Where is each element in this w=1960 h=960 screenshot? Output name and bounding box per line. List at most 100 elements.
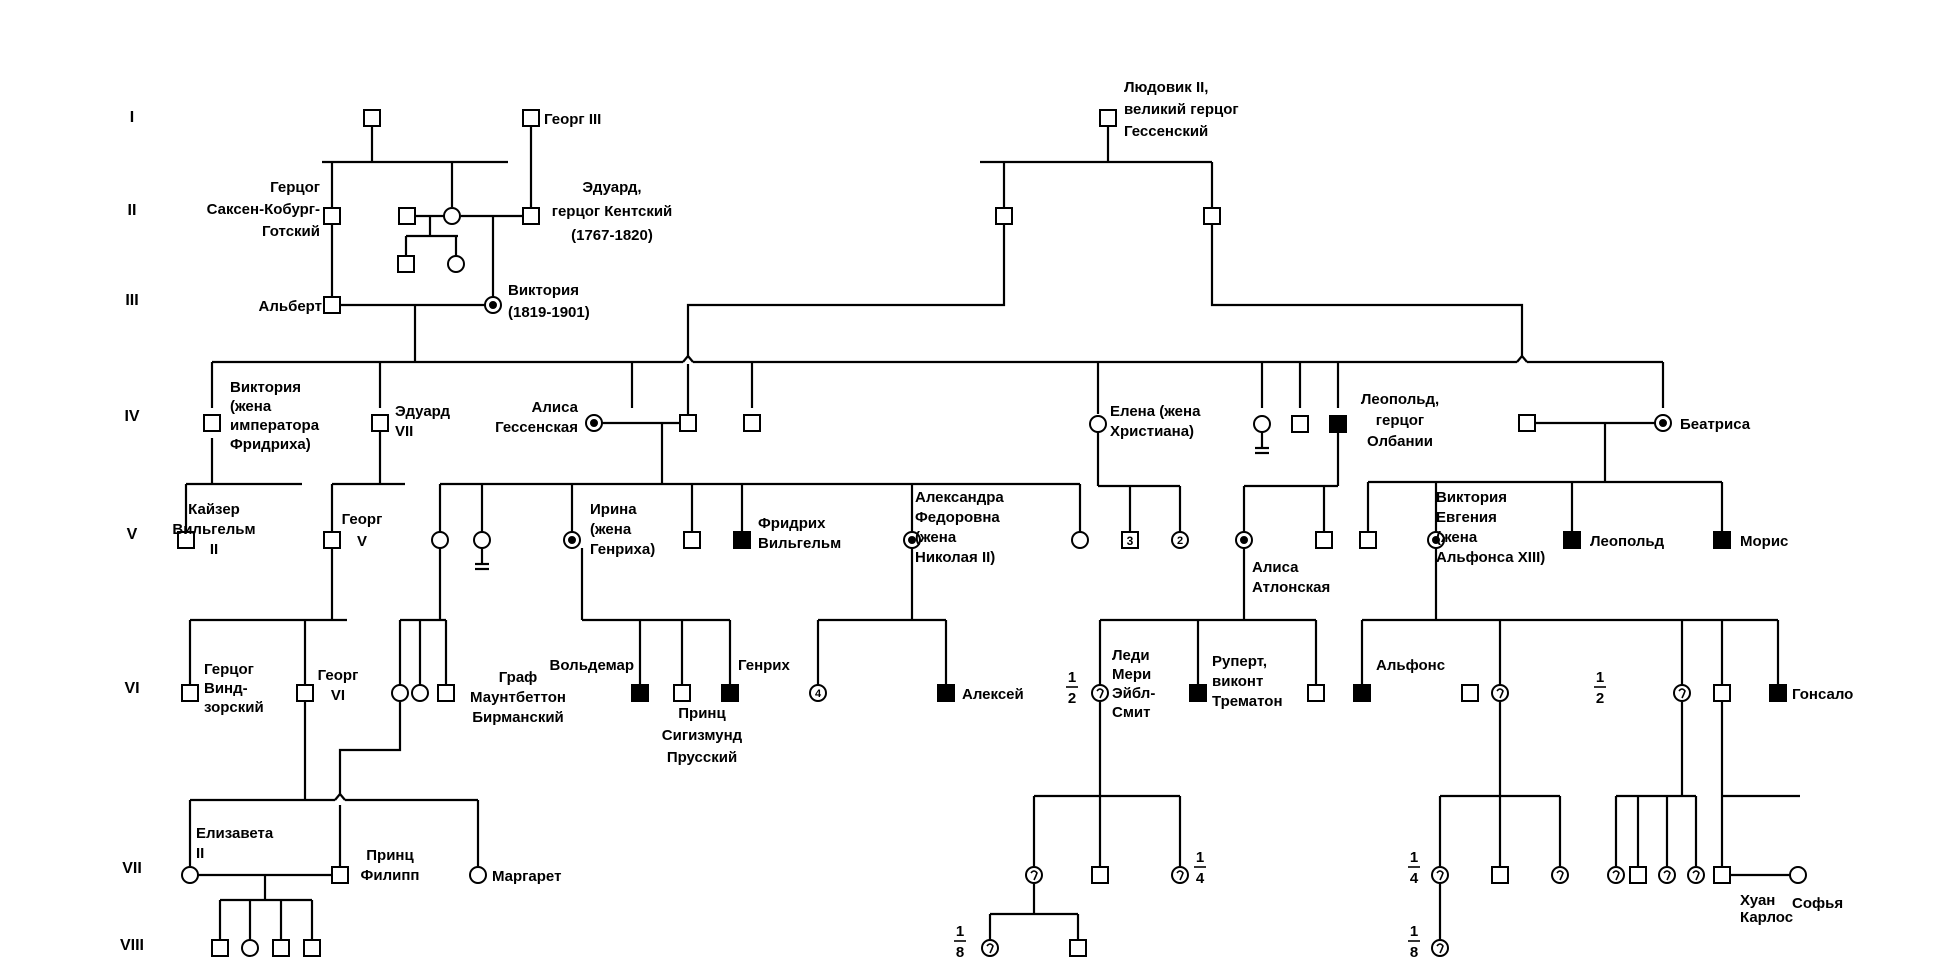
female-circle bbox=[241, 939, 259, 957]
uncertain-mark bbox=[986, 943, 994, 954]
person-label-victoria-eugenie: (жена bbox=[1436, 529, 1478, 546]
fraction-numerator: 1 bbox=[1410, 849, 1418, 866]
male-square bbox=[522, 109, 540, 127]
person-label-duke-windsor: Герцог bbox=[204, 661, 254, 678]
possible-carrier-female-circle bbox=[1171, 866, 1189, 884]
male-square bbox=[303, 939, 321, 957]
male-square bbox=[371, 414, 389, 432]
uncertain-mark bbox=[1096, 688, 1104, 699]
generation-label: VIII bbox=[120, 937, 144, 954]
person-label-edward-vii: Эдуард bbox=[395, 403, 450, 420]
male-square bbox=[679, 414, 697, 432]
person-label-edward-vii: VII bbox=[395, 423, 413, 440]
possible-carrier-female-circle bbox=[1431, 939, 1449, 957]
carrier-dot bbox=[1659, 419, 1667, 427]
generation-label: IV bbox=[124, 408, 139, 425]
pedigree-lines bbox=[184, 126, 1800, 942]
person-label-leopold-albany: герцог bbox=[1376, 412, 1424, 429]
person-label-alice-athlone: Атлонская bbox=[1252, 579, 1330, 596]
person-label-rupert: виконт bbox=[1212, 673, 1263, 690]
person-label-george-v: V bbox=[357, 533, 367, 550]
person-label-ludwig-ii: великий герцог bbox=[1124, 101, 1239, 118]
person-label-leopold-albany: Леопольд, bbox=[1361, 391, 1439, 408]
relation-line bbox=[1210, 224, 1524, 358]
uncertain-mark bbox=[1436, 870, 1444, 881]
uncertain-mark bbox=[1692, 870, 1700, 881]
person-label-george-v: Георг bbox=[342, 511, 383, 528]
female-circle bbox=[447, 255, 465, 273]
person-label-edward-kent: Эдуард, bbox=[582, 179, 641, 196]
person-label-friedrich-wilhelm: Вильгельм bbox=[758, 535, 841, 552]
person-label-irene: Генриха) bbox=[590, 541, 655, 558]
male-square bbox=[1491, 866, 1509, 884]
generation-label: VII bbox=[122, 860, 142, 877]
person-label-saxe-coburg: Герцог bbox=[270, 179, 320, 196]
person-label-victoria-empress: Фридриха) bbox=[230, 436, 311, 453]
person-label-gonzalo: Гонсало bbox=[1792, 686, 1853, 703]
male-square bbox=[1121, 531, 1139, 549]
male-square bbox=[683, 531, 701, 549]
sibling-count: 2 bbox=[1177, 535, 1183, 547]
person-label-sofia: Софья bbox=[1792, 895, 1843, 912]
male-square bbox=[177, 531, 195, 549]
female-circle bbox=[181, 866, 199, 884]
person-label-irene: (жена bbox=[590, 521, 632, 538]
male-square bbox=[363, 109, 381, 127]
male-square bbox=[1099, 109, 1117, 127]
affected-male-square bbox=[1329, 415, 1347, 433]
person-label-sigismund: Сигизмунд bbox=[662, 727, 743, 744]
person-label-alice-hesse: Алиса bbox=[532, 399, 579, 416]
person-label-alfonso: Альфонс bbox=[1376, 657, 1445, 674]
male-square bbox=[522, 207, 540, 225]
person-label-lady-mary: Мери bbox=[1112, 666, 1151, 683]
male-square bbox=[1069, 939, 1087, 957]
carrier-dot bbox=[568, 536, 576, 544]
person-label-rupert: Трематон bbox=[1212, 693, 1283, 710]
person-label-alexei: Алексей bbox=[962, 686, 1024, 703]
female-circle bbox=[431, 531, 449, 549]
person-label-helena: Елена (жена bbox=[1110, 403, 1201, 420]
affected-male-square bbox=[1769, 684, 1787, 702]
person-label-margaret: Маргарет bbox=[492, 868, 561, 885]
person-label-georg-iii: Георг III bbox=[544, 111, 601, 128]
person-label-leopold-v: Леопольд bbox=[1590, 533, 1665, 550]
male-square bbox=[398, 207, 416, 225]
person-label-victoria-eugenie: Альфонса XIII) bbox=[1436, 549, 1545, 566]
male-square bbox=[1359, 531, 1377, 549]
person-label-friedrich-wilhelm: Фридрих bbox=[758, 515, 826, 532]
person-label-victoria-eugenie: Евгения bbox=[1436, 509, 1497, 526]
uncertain-mark bbox=[1176, 870, 1184, 881]
fraction-numerator: 1 bbox=[1596, 669, 1604, 686]
person-label-victoria-empress: (жена bbox=[230, 398, 272, 415]
female-circle bbox=[1071, 531, 1089, 549]
person-label-waldemar: Вольдемар bbox=[550, 657, 634, 674]
uncertain-mark bbox=[1663, 870, 1671, 881]
possible-carrier-female-circle bbox=[1431, 866, 1449, 884]
affected-male-square bbox=[631, 684, 649, 702]
person-label-sigismund: Прусский bbox=[667, 749, 737, 766]
uncertain-mark bbox=[1556, 870, 1564, 881]
person-label-prince-philip: Филипп bbox=[361, 867, 420, 884]
person-label-alexandra: Николая II) bbox=[915, 549, 995, 566]
possible-carrier-female-circle bbox=[1551, 866, 1569, 884]
relation-line bbox=[338, 702, 402, 795]
person-label-saxe-coburg: Готский bbox=[262, 223, 320, 240]
male-square bbox=[1461, 684, 1479, 702]
carrier-dot bbox=[908, 536, 916, 544]
fraction-denominator: 4 bbox=[1196, 870, 1205, 887]
person-label-albert: Альберт bbox=[258, 298, 322, 315]
person-label-alexandra: Александра bbox=[915, 489, 1004, 506]
sibling-count: 3 bbox=[1127, 534, 1134, 548]
affected-male-square bbox=[1353, 684, 1371, 702]
female-circle bbox=[1089, 415, 1107, 433]
possible-carrier-female-circle bbox=[1687, 866, 1705, 884]
uncertain-mark bbox=[1436, 943, 1444, 954]
relation-line bbox=[686, 224, 1006, 358]
male-square bbox=[1629, 866, 1647, 884]
female-circle bbox=[1789, 866, 1807, 884]
person-label-beatrice: Беатриса bbox=[1680, 416, 1751, 433]
person-label-edward-kent: герцог Кентский bbox=[552, 203, 673, 220]
possible-carrier-female-circle bbox=[1673, 684, 1691, 702]
